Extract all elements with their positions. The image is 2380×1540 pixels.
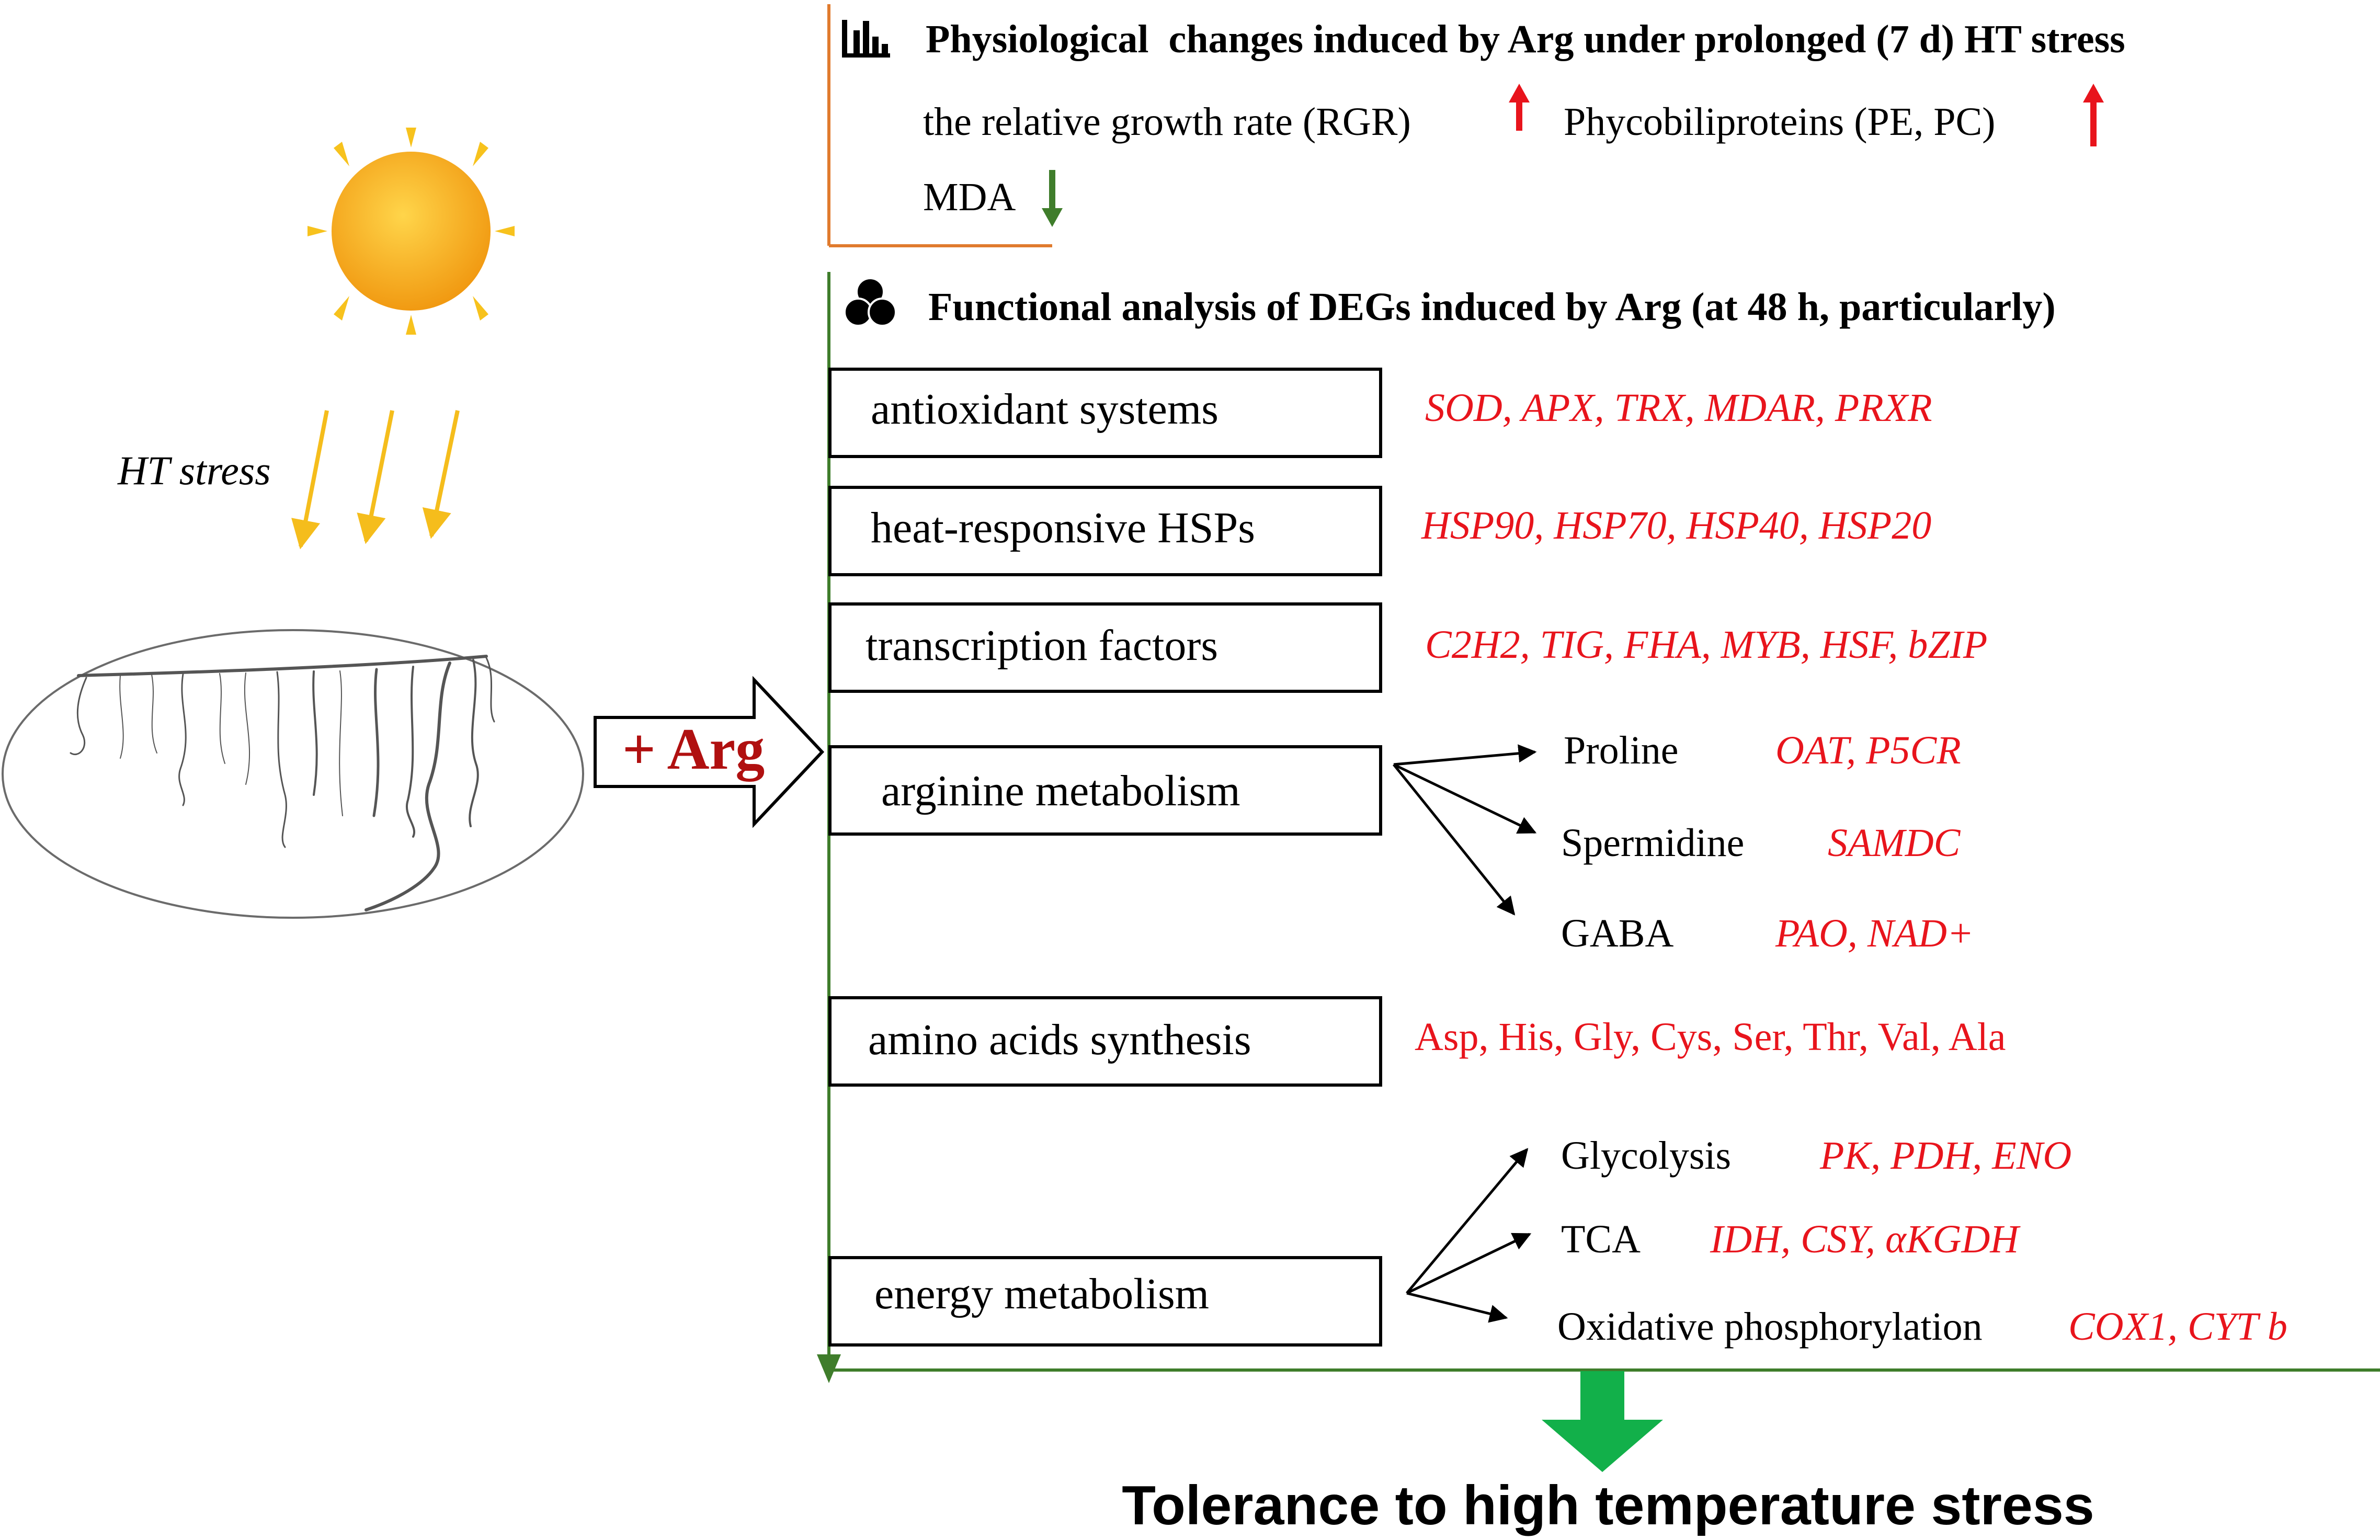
stress-label: HT stress (117, 448, 271, 493)
branch-name: GABA (1561, 911, 1673, 955)
box-antioxidant-systems (828, 368, 1382, 458)
conclusion-text: Tolerance to high temperature stress (1122, 1475, 2094, 1536)
sun-rays (308, 128, 515, 335)
physio-item-rgr: the relative growth rate (RGR) (923, 100, 1411, 144)
box-label: transcription factors (866, 621, 1218, 670)
energy-branch-arrows (1406, 1148, 1532, 1323)
box-arginine-metabolism (828, 745, 1382, 836)
algae-strands (70, 655, 495, 911)
box-transcription-factors (828, 602, 1382, 693)
box-label: heat-responsive HSPs (871, 504, 1255, 552)
heat-arrow (422, 410, 460, 539)
box-label: antioxidant systems (871, 385, 1219, 434)
arg-label: + Arg (622, 717, 765, 782)
conclusion-arrow (1542, 1371, 1663, 1472)
functional-heading: Functional analysis of DEGs induced by A… (928, 285, 2056, 329)
arginine-branch-arrows (1393, 744, 1537, 916)
algae-illustration (2, 629, 584, 919)
heat-arrow (357, 410, 394, 544)
branch-name: TCA (1561, 1217, 1641, 1261)
box-label: arginine metabolism (881, 767, 1240, 815)
gene-list: HSP90, HSP70, HSP40, HSP20 (1421, 504, 1931, 547)
up-arrow-icon (1509, 84, 1530, 131)
venn-icon (844, 277, 897, 327)
gene-list: SOD, APX, TRX, MDAR, PRXR (1425, 386, 1932, 430)
gene-list: OAT, P5CR (1775, 728, 1961, 772)
branch-name: Spermidine (1561, 821, 1744, 865)
bar-chart-icon (842, 20, 890, 58)
physio-heading: Physiological changes induced by Arg und… (926, 17, 2125, 61)
gene-list: Asp, His, Gly, Cys, Ser, Thr, Val, Ala (1415, 1015, 2006, 1059)
gene-list: IDH, CSY, αKGDH (1710, 1217, 2021, 1261)
arg-arrow: + Arg (594, 676, 825, 828)
gene-list: SAMDC (1828, 821, 1961, 865)
down-arrow-icon (1042, 170, 1063, 227)
gene-list: C2H2, TIG, FHA, MYB, HSF, bZIP (1425, 623, 1987, 667)
heat-arrows (291, 410, 460, 550)
up-arrow-icon (2083, 84, 2104, 146)
sun-icon (308, 128, 515, 335)
box-label: energy metabolism (874, 1270, 1209, 1318)
gene-list: PAO, NAD+ (1775, 911, 1974, 955)
branch-name: Oxidative phosphorylation (1557, 1305, 1983, 1349)
branch-name: Glycolysis (1561, 1134, 1731, 1178)
heat-arrow (291, 410, 329, 550)
box-amino-acids-synthesis (828, 996, 1382, 1087)
physio-item-phycobiliproteins: Phycobiliproteins (PE, PC) (1564, 100, 1995, 144)
gene-list: COX1, CYT b (2068, 1305, 2287, 1349)
branch-name: Proline (1564, 728, 1679, 772)
gene-list: PK, PDH, ENO (1819, 1134, 2071, 1178)
box-heat-responsive-hsps (828, 486, 1382, 576)
physio-item-mda: MDA (923, 175, 1016, 219)
box-label: amino acids synthesis (868, 1016, 1251, 1064)
box-energy-metabolism (828, 1256, 1382, 1347)
